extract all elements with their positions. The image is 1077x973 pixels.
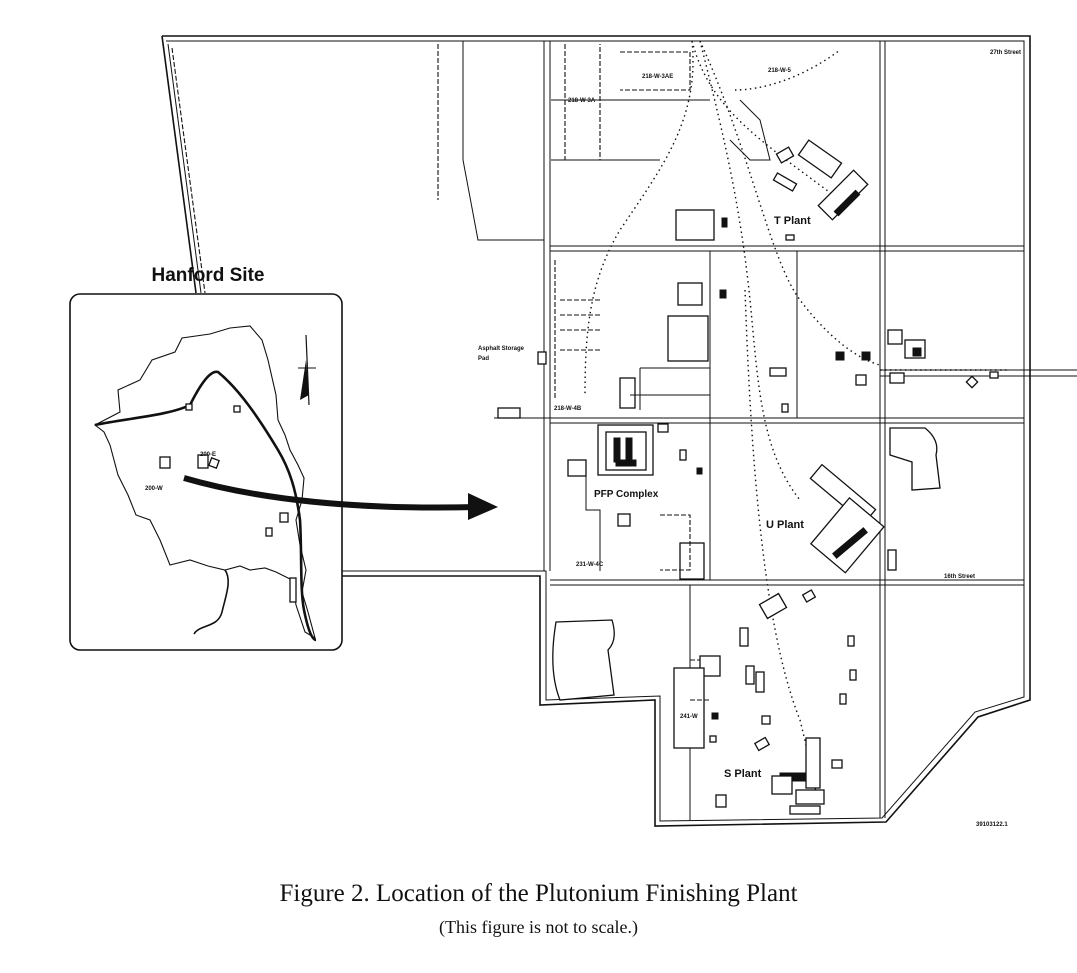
label-27th-street: 27th Street bbox=[990, 50, 1021, 56]
figure-caption-title: Figure 2. Location of the Plutonium Fini… bbox=[279, 880, 798, 907]
inset-title: Hanford Site bbox=[152, 265, 265, 286]
label-218-w-3a: 218-W-3A bbox=[568, 98, 596, 104]
label-t-plant: T Plant bbox=[774, 215, 811, 227]
boundary-roads bbox=[161, 35, 1031, 827]
buildings bbox=[497, 99, 999, 815]
label-s-plant: S Plant bbox=[724, 768, 762, 780]
label-218-w-4b: 218-W-4B bbox=[554, 406, 582, 412]
site-map: 218-W-3AE 218-W-3A 218-W-5 27th Street T… bbox=[69, 35, 1077, 828]
inset-label-200-w: 200-W bbox=[145, 486, 163, 492]
figure-caption-subtitle: (This figure is not to scale.) bbox=[439, 917, 638, 937]
label-pfp-complex: PFP Complex bbox=[594, 489, 659, 500]
label-asphalt-pad: Pad bbox=[478, 356, 489, 362]
label-16th-street: 16th Street bbox=[944, 574, 975, 580]
north-arrow-icon bbox=[298, 334, 316, 406]
label-218-w-5: 218-W-5 bbox=[768, 68, 792, 74]
hanford-inset: Hanford Site 200-E 200-W bbox=[69, 265, 343, 651]
label-218-w-3ae: 218-W-3AE bbox=[642, 74, 673, 80]
pointer-arrow-icon bbox=[183, 475, 498, 520]
fence-lines bbox=[437, 44, 710, 701]
label-231-w-4c: 231-W-4C bbox=[576, 562, 604, 568]
figure-number: 39103122.1 bbox=[976, 822, 1008, 828]
map-labels: 218-W-3AE 218-W-3A 218-W-5 27th Street T… bbox=[478, 50, 1021, 828]
label-241-w: 241-W bbox=[680, 714, 698, 720]
label-asphalt-storage: Asphalt Storage bbox=[478, 346, 525, 352]
inset-label-200-e: 200-E bbox=[200, 452, 216, 458]
label-u-plant: U Plant bbox=[766, 519, 804, 531]
